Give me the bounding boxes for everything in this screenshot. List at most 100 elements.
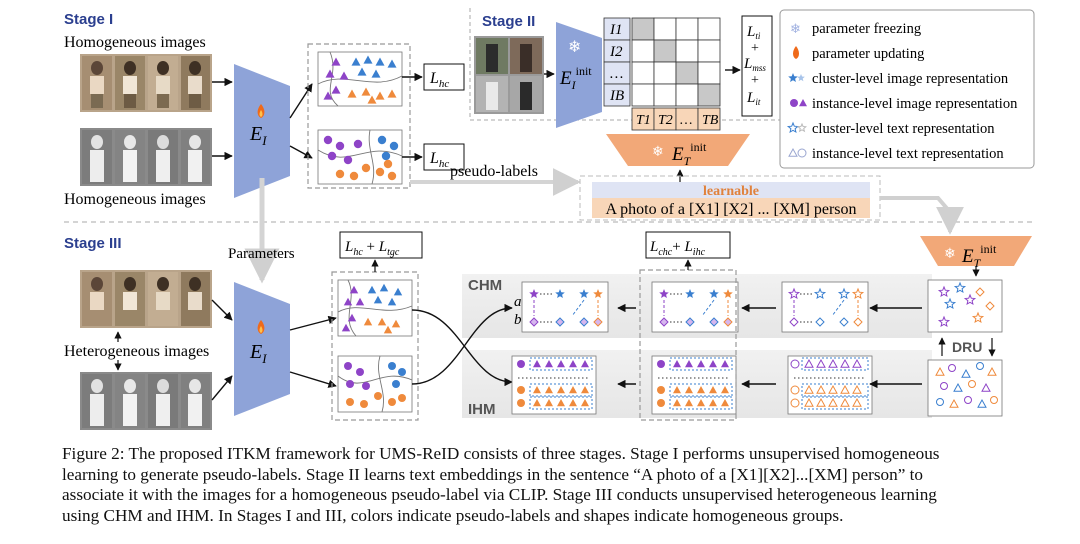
circle-mark [353,139,363,149]
image-feature-cell [603,83,631,107]
triangle-mark [987,366,997,376]
stage2-images [474,36,544,114]
circle-mark [356,368,364,376]
triangle-mark [953,382,963,392]
diamond-mark [815,317,825,327]
diamond-mark [555,317,565,327]
similarity-cell [631,17,655,41]
circle-mark [392,380,400,388]
figure-caption: Figure 2: The proposed ITKM framework fo… [62,444,1062,526]
text-feature-label: T1 [636,113,651,128]
triangle-mark [331,57,341,66]
legend-label: parameter freezing [812,21,921,37]
diamond-mark [659,317,669,327]
triangle-mark [367,95,377,104]
star-mark [937,285,951,298]
triangle-mark [533,386,541,394]
flame-icon [257,104,265,118]
triangle-mark [347,89,357,98]
label-a: a [514,294,522,310]
circle-mark [936,398,944,406]
group-box [529,396,593,410]
heterogeneous-ir-images [80,372,212,430]
diamond-mark [789,317,799,327]
triangle-mark [977,398,987,408]
legend-label: parameter updating [812,46,924,62]
diamond-mark [985,301,995,311]
triangle-mark [581,386,589,394]
circle-mark [362,382,370,390]
group-box [801,357,869,371]
triangle-mark [935,366,945,376]
text-instance-panel [927,359,1003,417]
star-mark [593,289,603,298]
circle-mark [327,151,337,161]
triangle-mark [852,397,862,407]
group-box [801,383,869,397]
legend-label: cluster-level image representation [812,71,1009,87]
group-box [529,383,593,397]
stage2-title: Stage II [482,13,535,30]
triangle-mark [569,386,577,394]
triangle-mark [685,360,693,368]
circle-mark [344,362,352,370]
triangle-mark [367,285,377,294]
triangle-mark [581,360,589,368]
diamond-mark [709,317,719,327]
circle-mark [381,151,391,161]
snowflake-icon-s3: ❄ [944,245,956,261]
flame-icon [793,46,799,59]
similarity-cell [675,83,699,107]
triangle-mark [828,397,838,407]
triangle-mark [373,295,383,304]
circle-mark [517,360,525,368]
diamond-mark [593,317,603,327]
triangle-mark [685,386,693,394]
group-box [801,396,869,410]
framework-figure: Stage I Homogeneous images Homogeneous i… [64,8,1035,430]
similarity-cell [631,39,655,63]
triangle-mark [557,386,565,394]
triangle-mark [351,57,361,66]
caption-line: learning to generate pseudo-labels. Stag… [62,464,924,484]
similarity-cell [675,39,699,63]
triangle-mark [852,358,862,368]
triangle-mark [545,360,553,368]
circle-mark [964,396,972,404]
triangle-mark [788,147,798,157]
triangle-mark [349,285,359,294]
stage1-label-top: Homogeneous images [64,34,206,51]
loss-plus-2: + [751,73,759,88]
diamond-mark [853,317,863,327]
circle-mark [976,362,984,370]
circle-mark [948,364,956,372]
circle-mark [349,171,359,181]
stage3-title: Stage III [64,235,122,252]
similarity-cell [697,83,721,107]
triangle-mark [331,85,341,94]
circle-mark [361,163,371,173]
circle-mark [968,380,976,388]
similarity-cell [653,39,677,63]
match-line [571,299,585,317]
legend-label: instance-level text representation [812,146,1004,162]
similarity-cell [675,61,699,85]
circle-mark [346,398,354,406]
triangle-mark [721,399,729,407]
triangle-mark [355,297,365,306]
star-mark [797,122,807,133]
star-mark [797,74,805,82]
triangle-mark [721,386,729,394]
circle-mark [517,386,525,394]
learnable-label: learnable [703,184,759,199]
star-mark [963,293,977,306]
legend-label: cluster-level text representation [812,121,995,137]
triangle-mark [387,297,397,306]
circle-mark [790,359,800,369]
circle-mark [375,167,385,177]
text-feature-label: … [680,113,692,128]
diamond-mark [685,317,695,327]
triangle-mark [557,399,565,407]
circle-mark [335,169,345,179]
snowflake-icon-text: ❄ [652,143,664,159]
